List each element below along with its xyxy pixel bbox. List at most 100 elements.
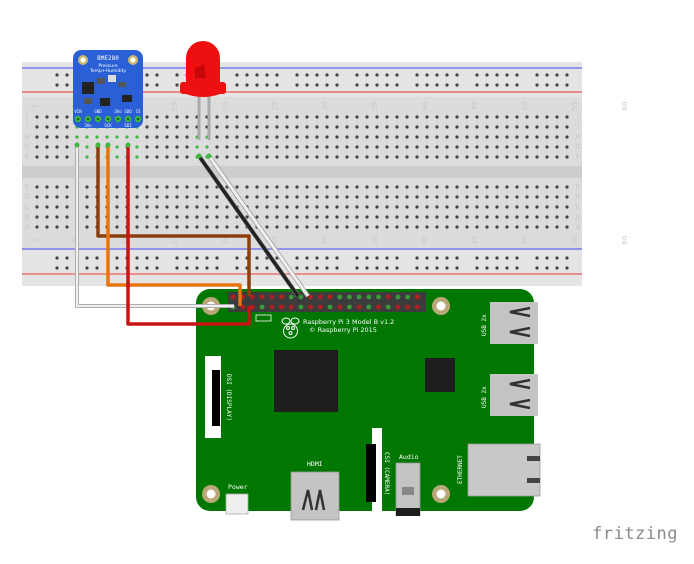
rail-hole[interactable] bbox=[265, 83, 269, 87]
gpio-pin[interactable] bbox=[317, 294, 323, 300]
breadboard-hole[interactable] bbox=[305, 145, 309, 149]
rail-hole[interactable] bbox=[305, 256, 309, 260]
breadboard-hole[interactable] bbox=[215, 225, 219, 229]
breadboard-hole[interactable] bbox=[315, 155, 319, 159]
breadboard-hole[interactable] bbox=[435, 155, 439, 159]
breadboard-hole[interactable] bbox=[265, 125, 269, 129]
rail-hole[interactable] bbox=[145, 256, 149, 260]
breadboard-hole[interactable] bbox=[475, 225, 479, 229]
breadboard-hole[interactable] bbox=[445, 155, 449, 159]
breadboard-hole[interactable] bbox=[485, 185, 489, 189]
rail-hole[interactable] bbox=[65, 266, 69, 270]
breadboard-hole[interactable] bbox=[545, 125, 549, 129]
breadboard-hole[interactable] bbox=[175, 125, 179, 129]
breadboard-hole[interactable] bbox=[55, 125, 59, 129]
gpio-pin[interactable] bbox=[347, 294, 352, 300]
breadboard-hole[interactable] bbox=[465, 145, 469, 149]
breadboard-hole[interactable] bbox=[205, 145, 209, 149]
breadboard-hole[interactable] bbox=[485, 195, 489, 199]
breadboard-hole[interactable] bbox=[495, 205, 499, 209]
rail-hole[interactable] bbox=[515, 266, 519, 270]
rail-hole[interactable] bbox=[455, 73, 459, 77]
gpio-pin[interactable] bbox=[395, 294, 401, 300]
breadboard-hole[interactable] bbox=[65, 135, 69, 139]
breadboard-hole[interactable] bbox=[175, 145, 179, 149]
breadboard-hole[interactable] bbox=[325, 185, 329, 189]
breadboard-hole[interactable] bbox=[235, 225, 239, 229]
breadboard-hole[interactable] bbox=[325, 195, 329, 199]
breadboard-hole[interactable] bbox=[245, 125, 249, 129]
breadboard-hole[interactable] bbox=[405, 115, 409, 119]
breadboard-hole[interactable] bbox=[305, 135, 309, 139]
breadboard-hole[interactable] bbox=[275, 185, 279, 189]
breadboard-hole[interactable] bbox=[475, 125, 479, 129]
breadboard-hole[interactable] bbox=[325, 155, 329, 159]
rail-hole[interactable] bbox=[495, 266, 499, 270]
breadboard-hole[interactable] bbox=[45, 215, 49, 219]
rail-hole[interactable] bbox=[325, 256, 329, 260]
breadboard-hole[interactable] bbox=[305, 185, 309, 189]
breadboard-hole[interactable] bbox=[315, 115, 319, 119]
breadboard-hole[interactable] bbox=[375, 195, 379, 199]
rail-hole[interactable] bbox=[555, 256, 559, 260]
rail-hole[interactable] bbox=[415, 266, 419, 270]
breadboard-hole[interactable] bbox=[235, 135, 239, 139]
breadboard-hole[interactable] bbox=[405, 135, 409, 139]
breadboard-hole[interactable] bbox=[305, 215, 309, 219]
breadboard-hole[interactable] bbox=[495, 185, 499, 189]
rail-hole[interactable] bbox=[325, 266, 329, 270]
breadboard-hole[interactable] bbox=[225, 135, 229, 139]
breadboard-hole[interactable] bbox=[395, 225, 399, 229]
rail-hole[interactable] bbox=[535, 73, 539, 77]
rail-hole[interactable] bbox=[555, 73, 559, 77]
breadboard-hole[interactable] bbox=[535, 115, 539, 119]
rail-hole[interactable] bbox=[555, 83, 559, 87]
breadboard-hole[interactable] bbox=[225, 215, 229, 219]
breadboard-hole[interactable] bbox=[65, 205, 69, 209]
breadboard-hole[interactable] bbox=[265, 215, 269, 219]
breadboard-hole[interactable] bbox=[305, 205, 309, 209]
breadboard-hole[interactable] bbox=[215, 135, 219, 139]
rail-hole[interactable] bbox=[445, 256, 449, 260]
breadboard-hole[interactable] bbox=[145, 145, 149, 149]
breadboard-hole[interactable] bbox=[495, 195, 499, 199]
breadboard-hole[interactable] bbox=[185, 215, 189, 219]
breadboard-hole[interactable] bbox=[465, 225, 469, 229]
breadboard-hole[interactable] bbox=[315, 125, 319, 129]
rail-hole[interactable] bbox=[385, 266, 389, 270]
breadboard-hole[interactable] bbox=[55, 135, 59, 139]
rail-hole[interactable] bbox=[145, 266, 149, 270]
rail-hole[interactable] bbox=[55, 266, 59, 270]
breadboard-hole[interactable] bbox=[515, 215, 519, 219]
rail-hole[interactable] bbox=[515, 83, 519, 87]
rail-hole[interactable] bbox=[335, 266, 339, 270]
breadboard-hole[interactable] bbox=[535, 185, 539, 189]
breadboard-hole[interactable] bbox=[325, 205, 329, 209]
breadboard-hole[interactable] bbox=[525, 155, 529, 159]
breadboard-hole[interactable] bbox=[425, 135, 429, 139]
rail-hole[interactable] bbox=[255, 73, 259, 77]
breadboard-hole[interactable] bbox=[345, 185, 349, 189]
breadboard-hole[interactable] bbox=[445, 135, 449, 139]
rail-hole[interactable] bbox=[255, 83, 259, 87]
breadboard-hole[interactable] bbox=[375, 155, 379, 159]
breadboard-hole[interactable] bbox=[35, 215, 39, 219]
breadboard-hole[interactable] bbox=[395, 215, 399, 219]
rail-hole[interactable] bbox=[425, 256, 429, 260]
rail-hole[interactable] bbox=[275, 83, 279, 87]
breadboard-hole[interactable] bbox=[285, 225, 289, 229]
breadboard-hole[interactable] bbox=[455, 215, 459, 219]
breadboard-hole[interactable] bbox=[175, 215, 179, 219]
breadboard-hole[interactable] bbox=[515, 145, 519, 149]
breadboard-hole[interactable] bbox=[165, 135, 169, 139]
breadboard-hole[interactable] bbox=[425, 125, 429, 129]
breadboard-hole[interactable] bbox=[525, 145, 529, 149]
rail-hole[interactable] bbox=[535, 266, 539, 270]
breadboard-hole[interactable] bbox=[245, 115, 249, 119]
breadboard-hole[interactable] bbox=[385, 155, 389, 159]
gpio-pin[interactable] bbox=[259, 304, 265, 310]
breadboard-hole[interactable] bbox=[555, 185, 559, 189]
rail-hole[interactable] bbox=[435, 256, 439, 260]
breadboard-hole[interactable] bbox=[275, 225, 279, 229]
breadboard-hole[interactable] bbox=[535, 155, 539, 159]
